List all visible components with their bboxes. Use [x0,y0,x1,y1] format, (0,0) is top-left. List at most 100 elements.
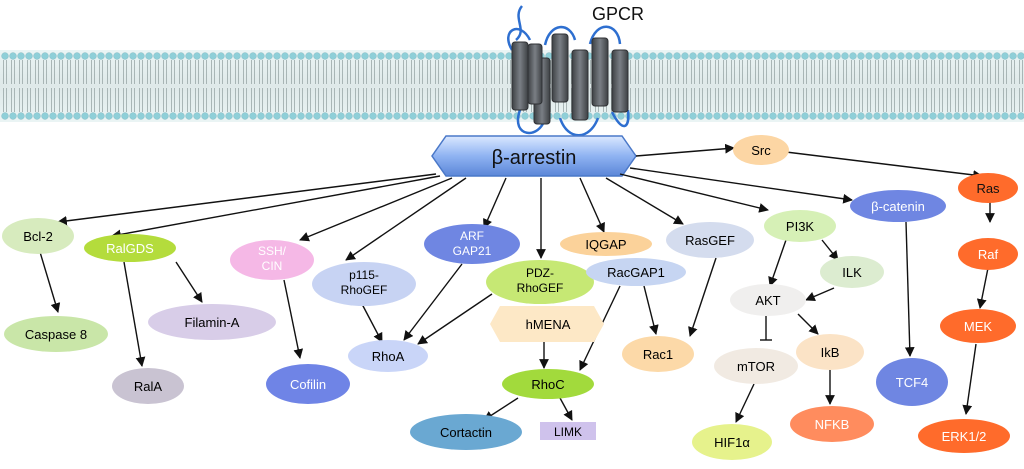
node-pi3k[interactable]: PI3K [764,210,836,242]
node-raf[interactable]: Raf [958,238,1018,270]
arrow-hub-bcl2 [57,173,437,226]
node-raf-label: Raf [978,247,999,262]
gpcr-receptor [507,5,630,137]
node-racgap1[interactable]: RacGAP1 [586,258,686,286]
node-ralgds[interactable]: RalGDS [84,234,176,262]
node-erk-label: ERK1/2 [942,429,987,444]
arrow-hub-rasgef [605,177,684,225]
arrow-pi3k-ilk [821,239,839,261]
node-rala-label: RalA [134,379,163,394]
node-cortactin-label: Cortactin [440,425,492,440]
node-akt[interactable]: AKT [730,284,806,316]
pathway-nodes: Src Ras Raf MEK ERK1/2 Bcl-2 Caspase 8 [2,135,1018,460]
node-arfgap21-label-2: GAP21 [453,244,492,258]
node-caspase8-label: Caspase 8 [25,327,87,342]
arrow-hub-pi3k [619,173,769,213]
node-rac1[interactable]: Rac1 [622,336,694,372]
node-caspase8[interactable]: Caspase 8 [4,316,108,352]
node-p115-label-1: p115- [349,268,379,282]
arrow-hub-iqgap [579,177,605,233]
arrow-rhoc-limk [559,397,573,421]
node-ssh-label-2: CIN [262,259,283,273]
gpcr-label: GPCR [592,4,644,24]
node-arfgap21[interactable]: ARF GAP21 [424,224,520,264]
arrow-mtor-hif1a [735,383,755,423]
node-rasgef-label: RasGEF [685,233,735,248]
node-pdz-label-1: PDZ- [526,266,554,280]
arrow-src-ras [785,151,983,180]
node-ssh[interactable]: SSH/ CIN [230,240,314,280]
node-erk[interactable]: ERK1/2 [918,419,1010,453]
node-p115[interactable]: p115- RhoGEF [312,262,416,306]
node-bcl2-label: Bcl-2 [23,229,53,244]
arrow-pdz-rhoa [417,293,493,345]
node-iqgap-label: IQGAP [585,237,626,252]
node-cortactin[interactable]: Cortactin [410,414,522,450]
node-limk[interactable]: LIMK [540,422,596,440]
arrow-ralgds-rala [123,261,146,367]
node-nfkb[interactable]: NFKB [790,406,874,442]
arrow-hub-bcatenin [629,167,853,204]
node-ikb[interactable]: IkB [796,334,864,370]
beta-arrestin-label: β-arrestin [492,147,577,169]
node-hmena[interactable]: hMENA [490,306,604,342]
node-nfkb-label: NFKB [815,417,850,432]
node-pdz-label-2: RhoGEF [517,281,564,295]
node-bcatenin[interactable]: β-catenin [850,190,946,222]
node-pdzrhogef[interactable]: PDZ- RhoGEF [486,260,594,304]
node-ras[interactable]: Ras [958,173,1018,203]
arrow-raf-mek [976,267,989,309]
node-p115-label-2: RhoGEF [341,283,388,297]
node-ras-label: Ras [976,181,1000,196]
arrow-hub-ralgds [111,175,441,240]
node-filamina[interactable]: Filamin-A [148,304,276,340]
arrow-hub-arfgap21 [483,177,507,229]
node-mek[interactable]: MEK [940,309,1016,343]
node-mtor[interactable]: mTOR [714,348,798,384]
node-tcf4[interactable]: TCF4 [876,358,948,406]
node-rac1-label: Rac1 [643,347,673,362]
node-arfgap21-label-1: ARF [460,229,484,243]
node-cofilin[interactable]: Cofilin [266,364,350,404]
arrow-mek-erk [962,343,977,415]
node-pi3k-label: PI3K [786,219,815,234]
arrow-pi3k-akt [768,239,787,287]
node-src-label: Src [751,143,771,158]
node-rhoa[interactable]: RhoA [348,340,428,372]
node-rhoc[interactable]: RhoC [502,369,594,399]
node-akt-label: AKT [755,293,780,308]
beta-arrestin-hub[interactable]: β-arrestin [431,135,637,177]
node-src[interactable]: Src [733,135,789,165]
node-limk-label: LIMK [554,425,582,439]
node-ssh-label-1: SSH/ [258,244,287,258]
node-iqgap[interactable]: IQGAP [560,232,652,256]
arrow-hub-src [635,143,735,157]
arrow-hub-p115 [345,177,467,261]
node-racgap1-label: RacGAP1 [607,265,665,280]
arrow-akt-ikb [797,313,819,335]
node-ralgds-label: RalGDS [106,241,154,256]
arrow-arfgap21-rhoa [403,263,463,341]
node-rasgef[interactable]: RasGEF [666,222,754,258]
arrow-racgap1-rac1 [643,285,659,335]
node-ikb-label: IkB [821,345,840,360]
node-mek-label: MEK [964,319,993,334]
node-ilk-label: ILK [842,265,862,280]
node-ilk[interactable]: ILK [820,256,884,288]
node-hif1a-label: HIF1α [714,435,750,450]
arrow-ilk-akt [805,287,835,302]
node-bcl2[interactable]: Bcl-2 [2,218,74,254]
node-rala[interactable]: RalA [112,368,184,404]
node-bcatenin-label: β-catenin [871,199,925,214]
node-rhoa-label: RhoA [372,349,405,364]
node-tcf4-label: TCF4 [896,375,929,390]
arrow-rasgef-rac1 [688,257,717,337]
pathway-arrows [39,143,995,423]
node-cofilin-label: Cofilin [290,377,326,392]
arrow-bcatenin-tcf4 [904,221,915,357]
arrow-bcl2-caspase8 [39,251,61,313]
arrow-hub-ssh [299,177,453,242]
node-rhoc-label: RhoC [531,377,564,392]
node-hif1a[interactable]: HIF1α [692,424,772,460]
